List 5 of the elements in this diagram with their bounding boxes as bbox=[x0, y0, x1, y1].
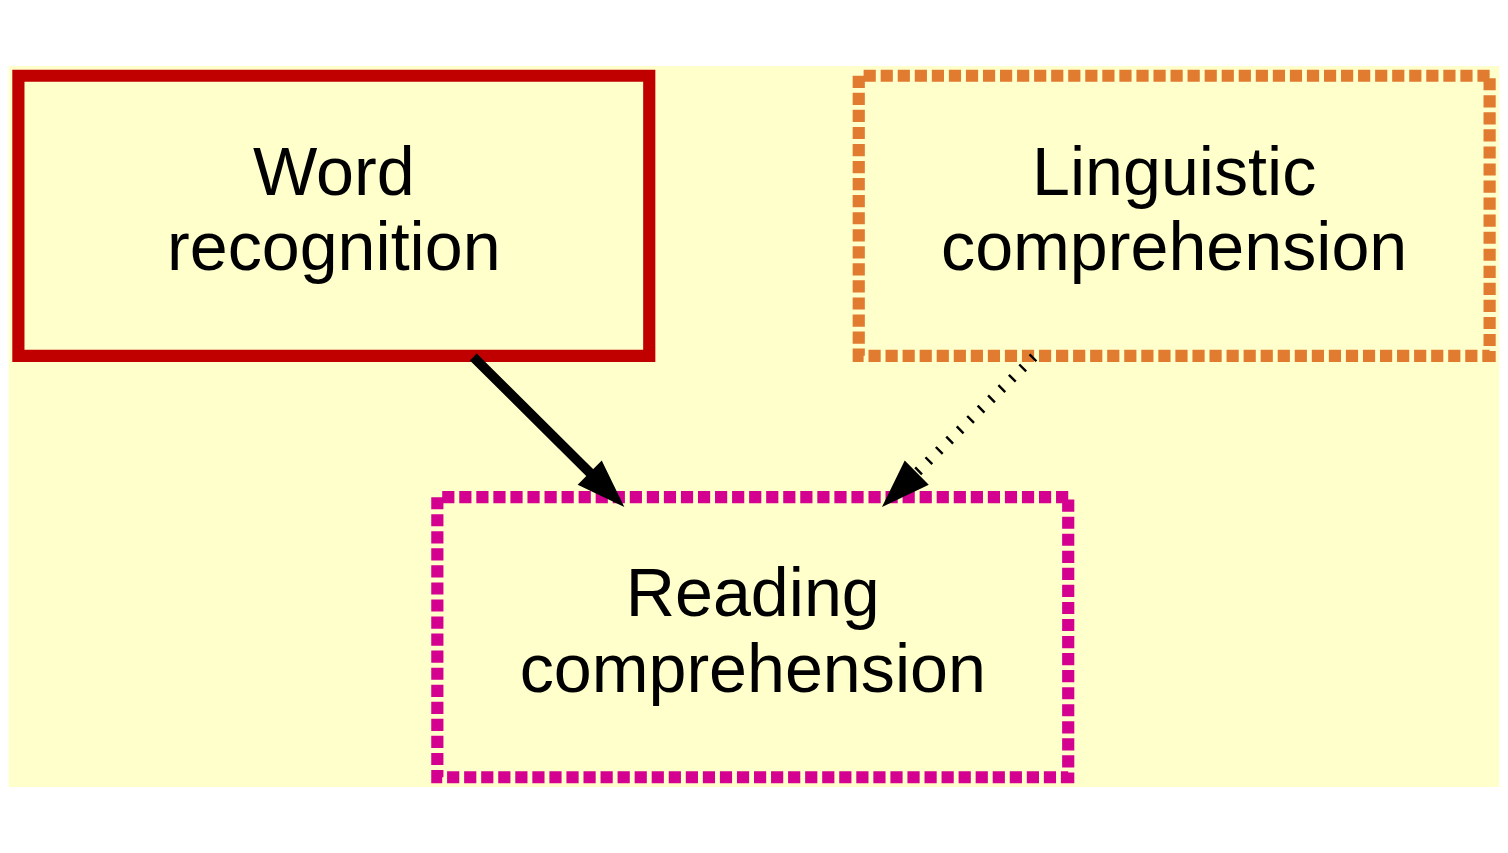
arrow bbox=[469, 353, 625, 508]
node-box: Word recognition bbox=[12, 69, 656, 362]
node-box: Linguistic comprehension bbox=[852, 69, 1496, 362]
arrow bbox=[882, 353, 1038, 508]
node-box: Reading comprehension bbox=[431, 491, 1075, 784]
